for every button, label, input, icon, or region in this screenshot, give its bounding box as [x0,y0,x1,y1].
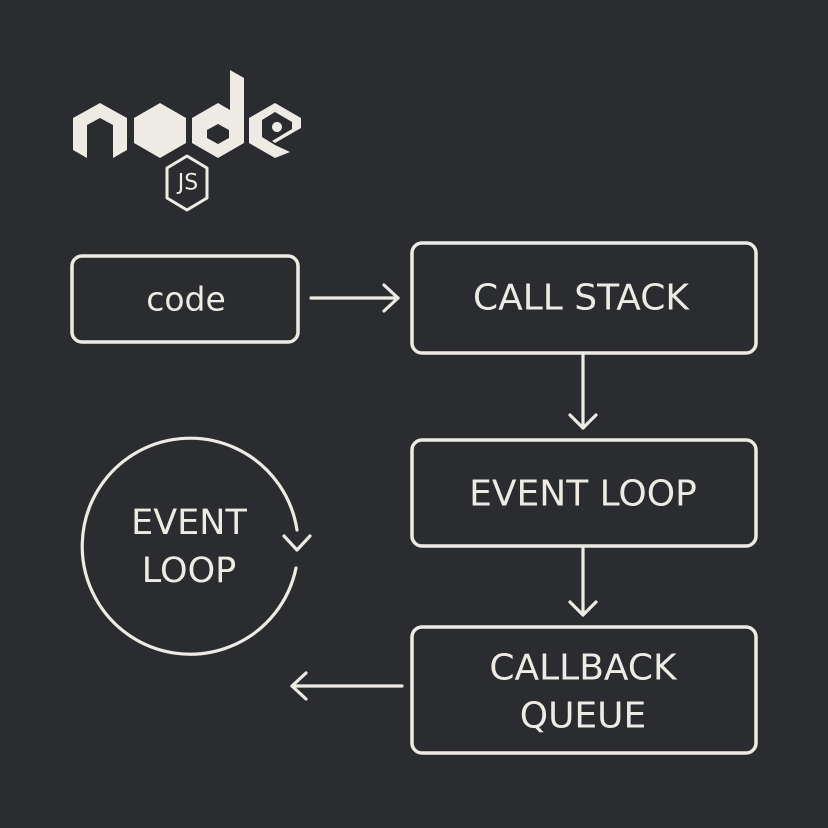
nodejs-logo: JS [73,70,301,212]
arrow-callback-queue-to-event-loop-circle [290,671,404,701]
logo-letter-e [249,103,301,158]
event-loop-node: EVENT LOOP [410,438,758,548]
callback-queue-box [410,625,758,755]
event-loop-circle-node: EVENT LOOP [80,436,312,656]
event-loop-cycle-arc [80,436,299,656]
event-loop-circle-label-line1: EVENT [131,503,247,543]
arrow-call-stack-to-event-loop [568,353,598,430]
event-loop-box [410,438,758,548]
logo-js-text: JS [176,171,198,196]
callback-queue-node: CALLBACK [410,625,758,755]
callback-queue-label-line1: CALLBACK [489,648,678,689]
event-loop-cycle-arrowhead [282,534,312,552]
code-node: code [70,254,300,344]
event-loop-circle-label-line2: LOOP [142,551,236,591]
arrow-code-to-call-stack [309,283,400,313]
logo-letter-n [73,103,127,158]
call-stack-node: CALL STACK [410,241,758,355]
code-label: code [146,280,226,319]
call-stack-box [410,241,758,355]
logo-letter-o [134,103,186,158]
event-loop-label: EVENT LOOP [469,474,697,515]
arrow-event-loop-to-callback-queue [568,546,598,617]
code-box [70,254,300,344]
logo-letter-d [192,70,244,158]
logo-js-hexagon [165,154,209,212]
call-stack-label: CALL STACK [473,278,690,319]
callback-queue-label-line2: QUEUE [520,696,647,737]
